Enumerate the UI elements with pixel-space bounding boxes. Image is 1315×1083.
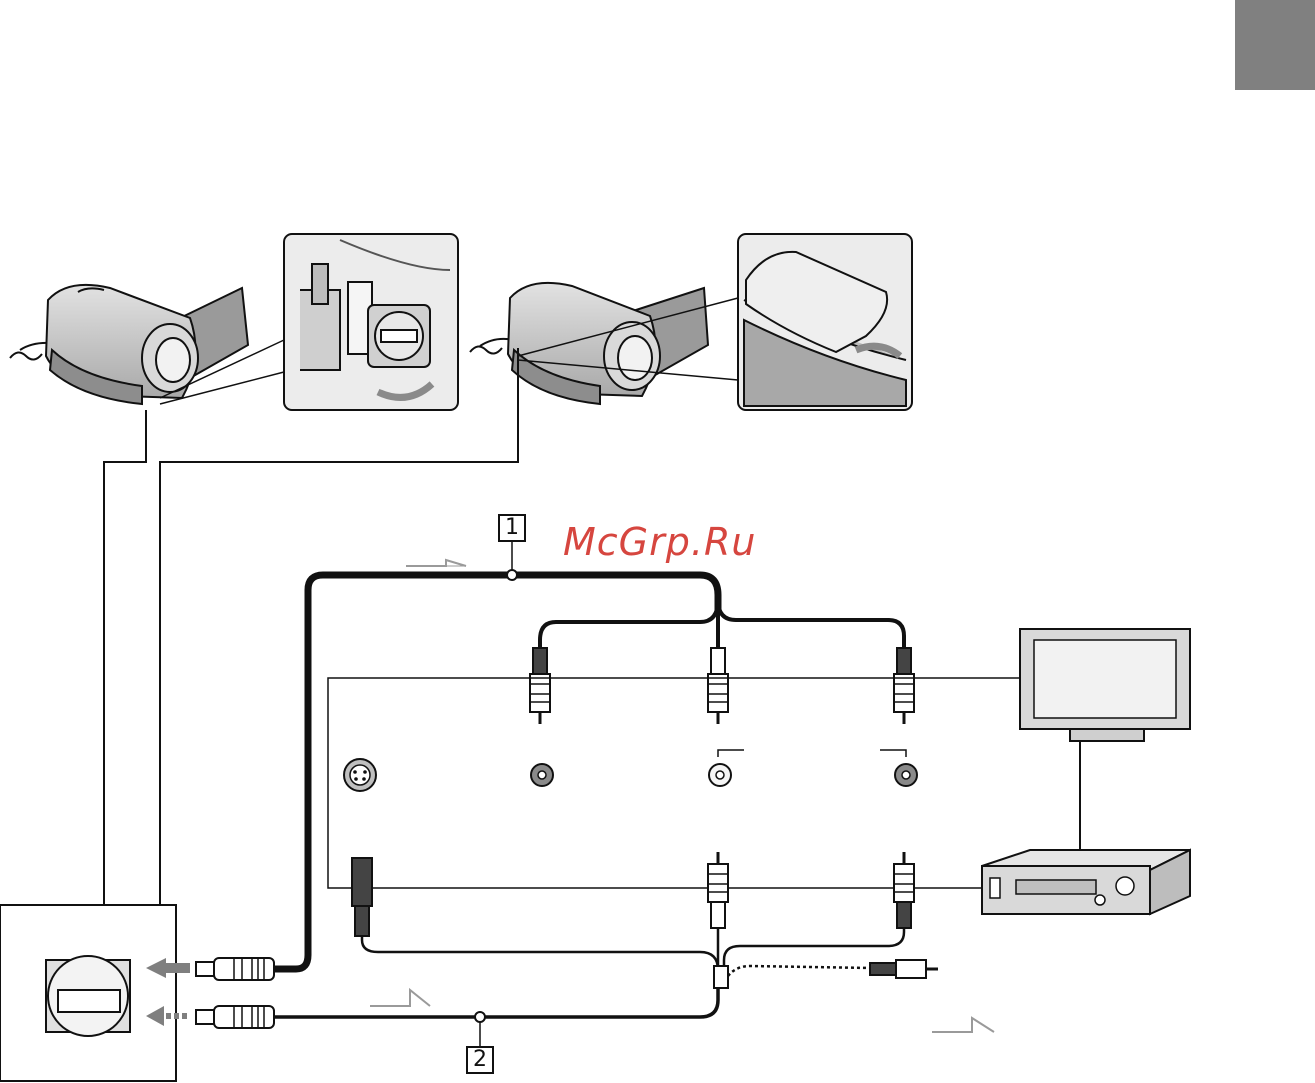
rca-jack-icon bbox=[709, 750, 744, 786]
signal-direction-arrow-icon bbox=[406, 560, 466, 566]
rca-plug-horizontal bbox=[870, 960, 938, 978]
rca-plug bbox=[530, 648, 550, 724]
signal-direction-arrow-icon bbox=[932, 1018, 994, 1032]
jack-detail-box bbox=[0, 905, 176, 1081]
cable-1 bbox=[274, 575, 718, 969]
rca-plug bbox=[894, 648, 914, 724]
rca-plug bbox=[708, 852, 728, 928]
camcorder-icon bbox=[470, 283, 708, 404]
rca-jack-icon bbox=[531, 764, 553, 786]
cable-2-callout: 2 bbox=[466, 1046, 494, 1074]
rca-plug bbox=[708, 648, 728, 724]
signal-direction-arrow-icon bbox=[370, 990, 430, 1006]
camcorder-icon bbox=[10, 285, 248, 404]
cable-2 bbox=[274, 985, 718, 1017]
watermark: McGrp.Ru bbox=[563, 520, 756, 564]
jack-cover-detail-2 bbox=[738, 234, 912, 410]
tv-icon bbox=[1020, 629, 1190, 741]
s-video-plug bbox=[352, 858, 372, 936]
vcr-icon bbox=[982, 850, 1190, 914]
av-plug-2 bbox=[196, 1006, 274, 1028]
s-video-jack-icon bbox=[344, 759, 376, 791]
rca-jack-icon bbox=[880, 750, 917, 786]
cable-1-callout: 1 bbox=[498, 514, 526, 542]
av-plug-1 bbox=[196, 958, 274, 980]
jack-cover-detail-1 bbox=[284, 234, 458, 410]
rca-plug bbox=[894, 852, 914, 928]
